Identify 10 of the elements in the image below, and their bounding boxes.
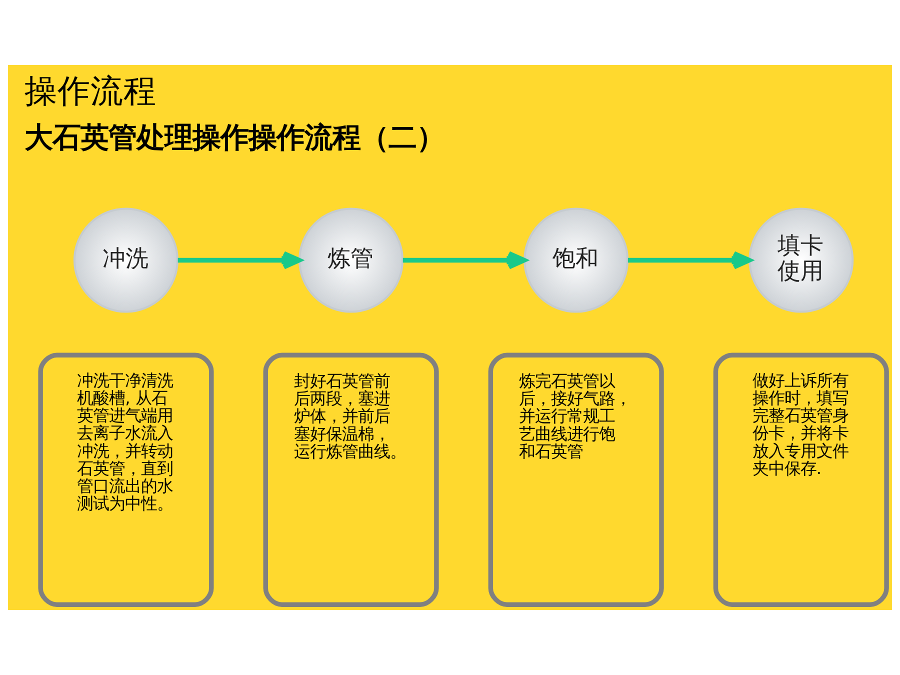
diagram-title: 操作流程 — [24, 72, 156, 110]
node-circle: 填卡使用 — [748, 208, 854, 313]
label: 大石英管处理操作操作流程（二） — [24, 120, 444, 154]
node-box: 炼完石英管以后，接好气路，并运行常规工艺曲线进行饱和石英管 — [488, 352, 664, 607]
node-circle: 炼管 — [298, 208, 404, 313]
node-box: 做好上诉所有操作时，填写完整石英管身份卡，并将卡放入专用文件夹中保存. — [713, 352, 889, 607]
node-box: 冲洗干净清洗机酸槽, 从石英管进气端用去离子水流入冲洗，并转动石英管，直到管口流出的水测试为中性。 — [38, 352, 214, 607]
node-circle: 冲洗 — [73, 208, 179, 313]
node-circle: 饱和 — [524, 208, 629, 313]
node-box: 封好石英管前后两段，塞进炉体，并前后塞好保温棉，运行炼管曲线。 — [263, 352, 439, 607]
